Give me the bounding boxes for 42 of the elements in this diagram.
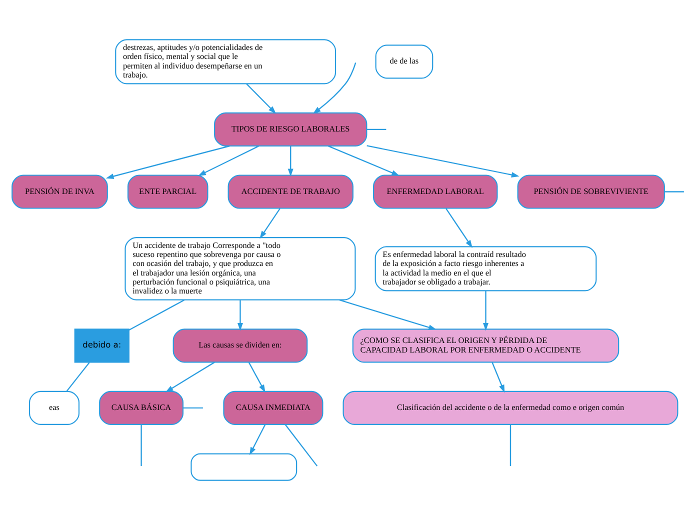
arrow [446,208,472,248]
connector [510,424,512,466]
node-box: ACCIDENTE DE TRABAJO [228,174,354,209]
node-box [190,453,298,481]
node-box: de de las [375,44,434,79]
node-box: Las causas se dividen en: [172,328,308,363]
arrow [250,424,266,456]
arrow [198,146,259,176]
arrow [492,362,505,393]
node-box: TIPOS DE RIESGO LABORALES [214,112,368,146]
arrow [248,362,266,393]
node-box: CAUSA BÁSICA [99,390,184,425]
connector [140,424,142,466]
node-box: Es enfermedad laboral la contraíd resultado de la exposición a facto riesgo inherentes a la actividad la medio en el que el trabajador se obligado a trabajar. [374,246,597,292]
arrow [237,300,243,331]
node-box: Un accidente de trabajo Corresponde a "todo suceso repentino que sobrevenga por causa o con ocasión del trabajo, y que produzca en el trabajador una lesión orgánica, una perturbación funcional o psiquiátrica, una invalidez o la muerte [124,237,356,300]
arrow [312,62,356,114]
node-box: destrezas, aptitudes y/o potencialidades de orden físico, mental y social que le permiten al individuo desempeñarse en un trabajo. [115,39,336,84]
arrow [246,83,276,114]
connector [183,407,203,409]
arrow [339,299,437,330]
node-box: eas [28,390,80,425]
node-box: CAUSA INMEDIATA [223,390,324,425]
arrow [288,146,294,177]
node-box: ENFERMEDAD LABORAL [372,174,498,209]
connector [664,191,684,192]
arrow [366,145,520,178]
connector [66,362,90,392]
arrow [328,146,400,176]
node-box: debido a: [74,328,130,363]
arrow [165,362,215,392]
connector [284,424,318,466]
node-box: Clasificación del accidente o de la enfermedad como e origen común [342,390,678,425]
node-box: PENSIÓN DE INVA [12,174,108,209]
arrow [483,290,489,331]
arrow [260,208,280,239]
arrow [106,145,230,179]
node-box: ENTE PARCIAL [127,174,208,209]
node-box: ¿COMO SE CLASIFICA EL ORIGEN Y PÉRDIDA DE CAPACIDAD LABORAL POR ENFERMEDAD O ACCIDENTE [352,328,620,363]
connector [128,299,185,330]
node-box: PENSIÓN DE SOBREVIVIENTE [517,174,665,209]
connector [366,128,386,130]
